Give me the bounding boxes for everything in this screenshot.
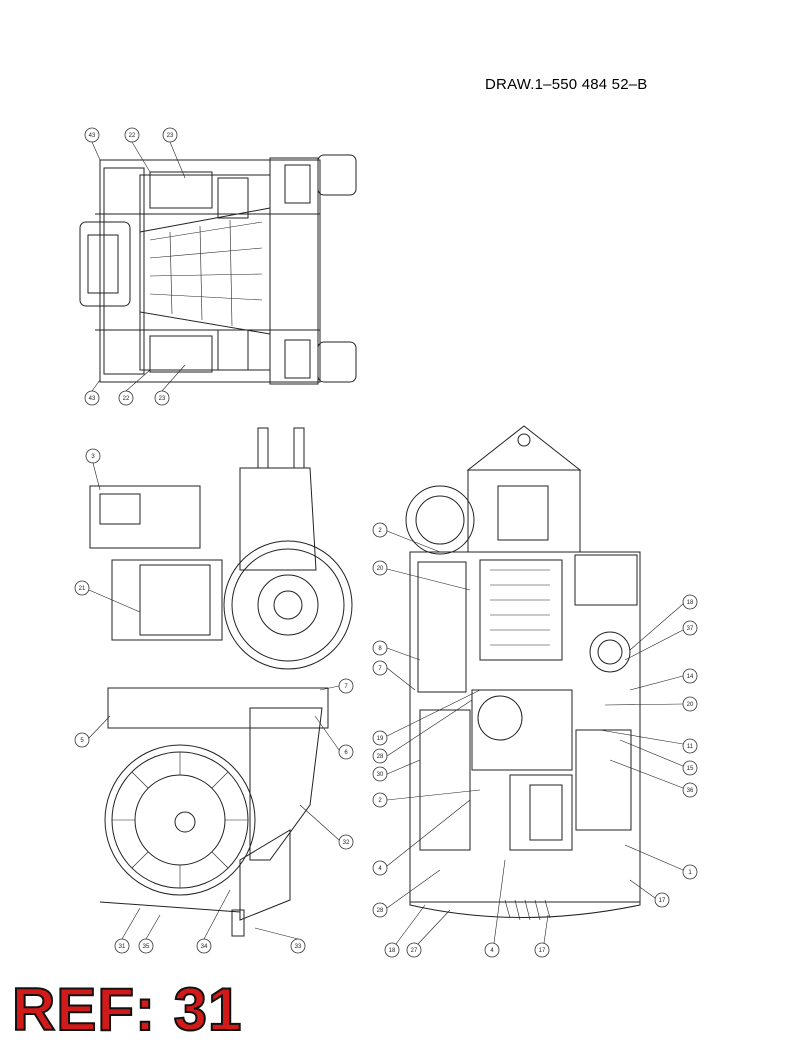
svg-text:2: 2 [378,798,382,804]
svg-text:18: 18 [389,948,396,954]
svg-text:20: 20 [687,702,694,708]
svg-text:6: 6 [344,750,348,756]
callout-balloon: 7 [338,678,354,694]
svg-text:23: 23 [167,133,174,139]
callouts: 43 22 23 43 22 23 3 21 5 7 6 35 34 33 31… [74,127,698,958]
callout-balloon: 34 [196,938,212,954]
callout-balloon: 3 [85,448,101,464]
svg-text:7: 7 [344,684,348,690]
svg-text:35: 35 [143,944,150,950]
svg-text:31: 31 [119,944,126,950]
callout-balloon: 8 [372,640,388,656]
svg-text:34: 34 [201,944,208,950]
callout-balloon: 23 [162,127,178,143]
drawing-number: DRAW.1–550 484 52–B [485,76,648,93]
svg-text:20: 20 [377,566,384,572]
callout-balloon: 33 [290,938,306,954]
callout-balloon: 43 [84,127,100,143]
callout-balloon: 21 [74,580,90,596]
svg-text:8: 8 [378,646,382,652]
callout-balloon: 2 [372,522,388,538]
callout-balloon: 43 [84,390,100,406]
callout-balloon: 28 [372,902,388,918]
svg-text:36: 36 [687,788,694,794]
callout-balloon: 28 [372,748,388,764]
svg-text:5: 5 [80,738,84,744]
callout-balloon: 18 [682,594,698,610]
svg-text:17: 17 [659,898,666,904]
callout-balloon: 20 [682,696,698,712]
svg-text:27: 27 [411,948,418,954]
top-view [79,154,357,385]
svg-text:22: 22 [129,133,136,139]
callout-balloon: 32 [338,834,354,850]
callout-balloon: 17 [534,942,550,958]
svg-text:19: 19 [377,736,384,742]
callout-balloon: 35 [138,938,154,954]
side-view [89,427,353,937]
svg-text:32: 32 [343,840,350,846]
callout-balloon: 19 [372,730,388,746]
callout-balloon: 14 [682,668,698,684]
svg-text:23: 23 [159,396,166,402]
svg-text:3: 3 [91,454,95,460]
svg-text:2: 2 [378,528,382,534]
callout-balloon: 5 [74,732,90,748]
callout-balloon: 18 [384,942,400,958]
callout-balloon: 4 [372,860,388,876]
callout-balloon: 2 [372,792,388,808]
svg-text:43: 43 [89,133,96,139]
callout-balloon: 22 [118,390,134,406]
callout-balloon: 37 [682,620,698,636]
svg-text:22: 22 [123,396,130,402]
callout-balloon: 36 [682,782,698,798]
svg-text:17: 17 [539,948,546,954]
svg-text:43: 43 [89,396,96,402]
callout-balloon: 30 [372,766,388,782]
callout-balloon: 20 [372,560,388,576]
svg-text:11: 11 [687,744,694,750]
svg-text:28: 28 [377,754,384,760]
callout-balloon: 15 [682,760,698,776]
svg-text:33: 33 [295,944,302,950]
front-view [405,425,641,921]
callout-balloon: 11 [682,738,698,754]
svg-text:37: 37 [687,626,694,632]
callout-balloon: 23 [154,390,170,406]
svg-text:15: 15 [687,766,694,772]
svg-text:1: 1 [688,870,692,876]
ref-label: REF: 31 [11,976,243,1043]
svg-text:7: 7 [378,666,382,672]
svg-text:30: 30 [377,772,384,778]
callout-balloon: 1 [682,864,698,880]
callout-balloon: 31 [114,938,130,954]
callout-balloon: 27 [406,942,422,958]
svg-text:4: 4 [378,866,382,872]
callout-balloon: 22 [124,127,140,143]
svg-text:14: 14 [687,674,694,680]
svg-text:18: 18 [687,600,694,606]
svg-text:21: 21 [79,586,86,592]
svg-text:28: 28 [377,908,384,914]
svg-text:4: 4 [490,948,494,954]
callout-balloon: 7 [372,660,388,676]
callout-balloon: 17 [654,892,670,908]
callout-balloon: 6 [338,744,354,760]
callout-balloon: 4 [484,942,500,958]
